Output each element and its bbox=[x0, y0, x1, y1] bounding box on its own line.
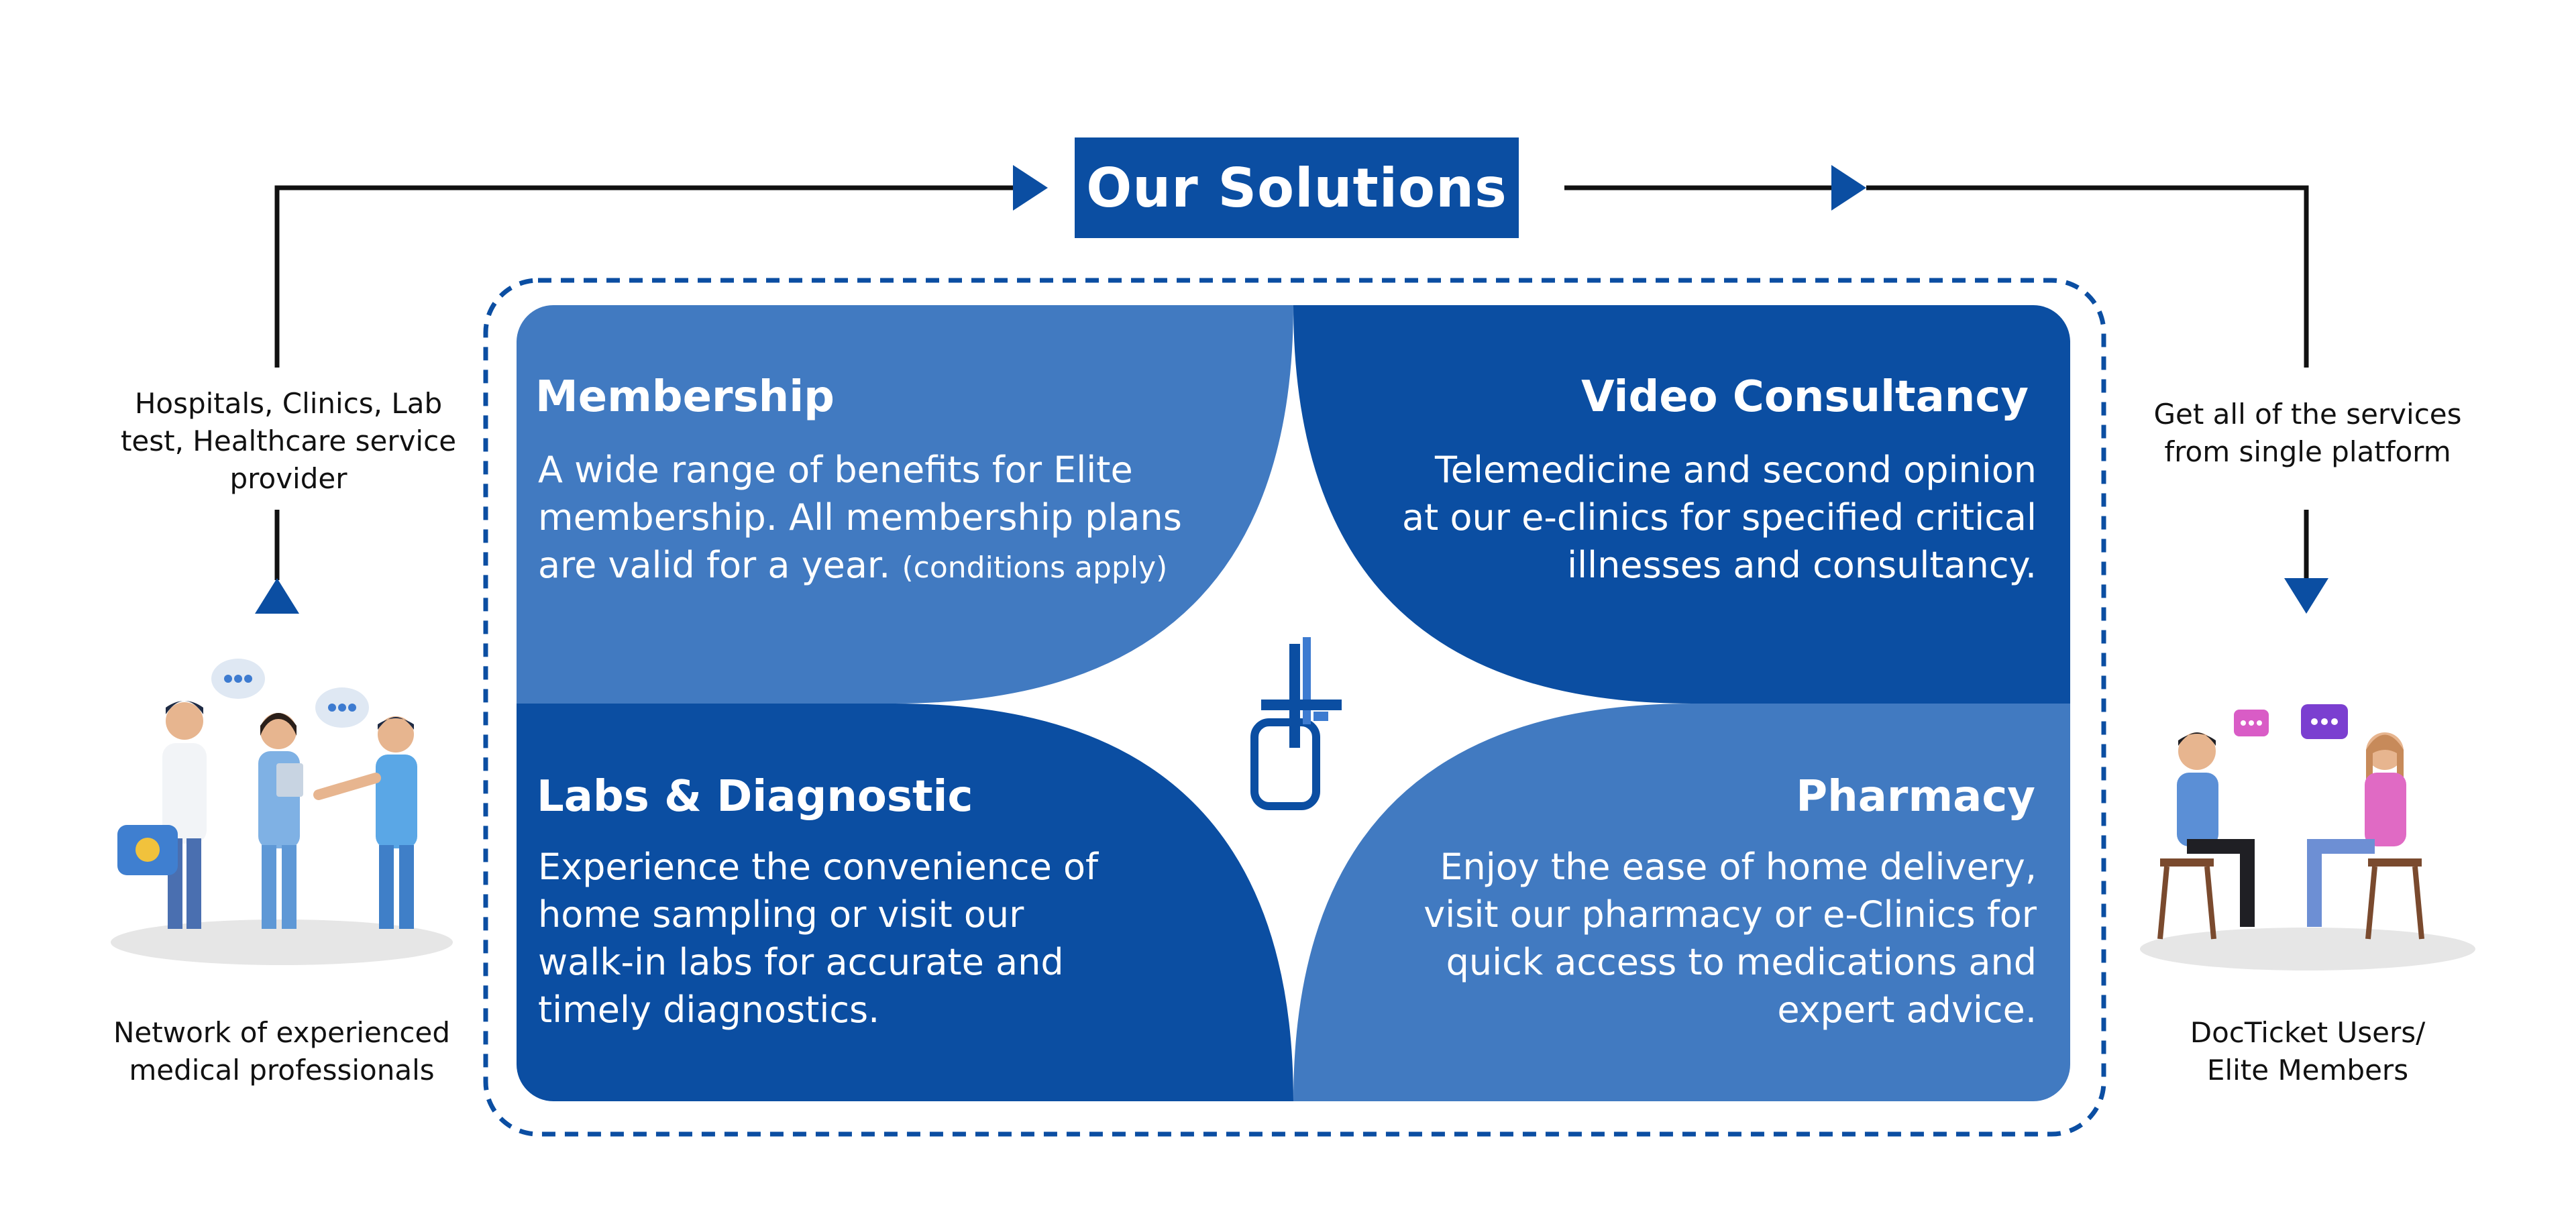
woman-user-figure bbox=[2307, 732, 2424, 940]
title-banner: Our Solutions bbox=[1075, 137, 1519, 238]
page-title: Our Solutions bbox=[1086, 156, 1507, 219]
professionals-label: Network of experienced medical professio… bbox=[113, 1016, 450, 1086]
video-consultancy-description: Telemedicine and second opinion at our e… bbox=[1402, 449, 2037, 586]
labs-title: Labs & Diagnostic bbox=[537, 772, 973, 822]
arrow-down-icon bbox=[2284, 578, 2328, 614]
chat-bubble-icon bbox=[2234, 710, 2269, 736]
solutions-grid: Membership A wide range of benefits for … bbox=[517, 305, 2070, 1101]
membership-description: A wide range of benefits for Elite membe… bbox=[538, 446, 1209, 592]
membership-text: A wide range of benefits for Elite membe… bbox=[538, 449, 1182, 586]
users-chatting-illustration bbox=[2140, 704, 2475, 970]
providers-label: Hospitals, Clinics, Lab test, Healthcare… bbox=[120, 387, 457, 495]
medical-team-illustration bbox=[111, 659, 453, 965]
arrow-up-icon bbox=[255, 578, 299, 614]
man-user-figure bbox=[2157, 732, 2255, 940]
solutions-dashed-border bbox=[483, 278, 2106, 1137]
doctor-figure bbox=[117, 701, 207, 929]
nurse-figure bbox=[258, 713, 303, 929]
conditions-note: (conditions apply) bbox=[902, 551, 1168, 585]
chat-bubble-icon bbox=[2301, 704, 2348, 739]
members-label: DocTicket Users/ Elite Members bbox=[2190, 1016, 2426, 1086]
arrow-right-icon bbox=[1831, 165, 1866, 211]
docticket-cross-logo-icon bbox=[1250, 637, 1342, 810]
chat-bubble-icon bbox=[315, 687, 369, 728]
arrow-right-icon bbox=[1013, 165, 1048, 211]
single-platform-label: Get all of the services from single plat… bbox=[2153, 398, 2462, 468]
pharmacy-title: Pharmacy bbox=[1796, 772, 2035, 822]
center-star-shape bbox=[895, 305, 1692, 1101]
male-nurse-figure bbox=[313, 716, 417, 929]
labs-description: Experience the convenience of home sampl… bbox=[538, 846, 1099, 1031]
left-connector-line bbox=[274, 185, 1013, 368]
chat-bubble-icon bbox=[211, 659, 265, 699]
pharmacy-description: Enjoy the ease of home delivery, visit o… bbox=[1424, 846, 2037, 1031]
right-connector-line bbox=[1866, 185, 2309, 368]
membership-title: Membership bbox=[535, 372, 835, 422]
video-consultancy-title: Video Consultancy bbox=[1581, 372, 2029, 422]
